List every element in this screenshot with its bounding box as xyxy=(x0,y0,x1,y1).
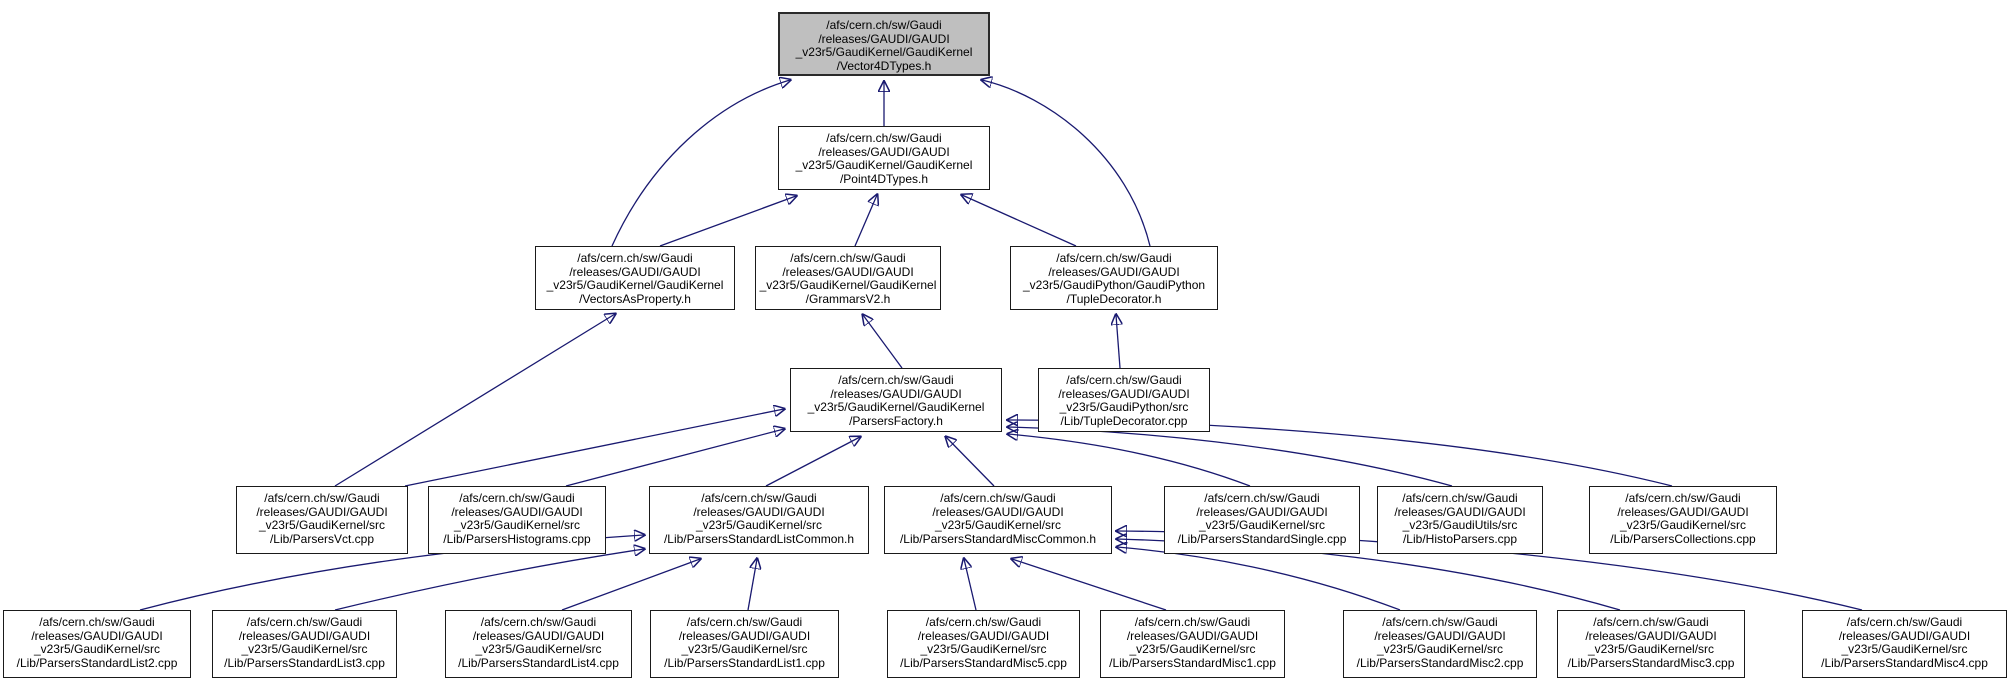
edge-histoparsers-to-parsersfactory xyxy=(1008,427,1453,487)
node-parsersstandardlist3-cpp[interactable]: /afs/cern.ch/sw/Gaudi /releases/GAUDI/GA… xyxy=(212,610,397,678)
edge-parsersstandardlist1-to-listcommon xyxy=(747,559,757,611)
node-grammarsv2-h[interactable]: /afs/cern.ch/sw/Gaudi /releases/GAUDI/GA… xyxy=(755,246,941,310)
edge-parsersstandardmisccommon-to-parsersfactory xyxy=(946,437,995,487)
edge-parsersstandardlist3-to-listcommon xyxy=(334,549,644,611)
node-parserscollections-cpp[interactable]: /afs/cern.ch/sw/Gaudi /releases/GAUDI/GA… xyxy=(1589,486,1777,554)
edge-parsersstandardlistcommon-to-parsersfactory xyxy=(765,437,860,487)
edge-tupledecorator-cpp-to-tupledecorator-h xyxy=(1116,315,1120,369)
edge-parsersfactory-to-grammarsv2 xyxy=(863,315,903,369)
node-parsersstandardlist4-cpp[interactable]: /afs/cern.ch/sw/Gaudi /releases/GAUDI/GA… xyxy=(445,610,632,678)
node-parsersfactory-h[interactable]: /afs/cern.ch/sw/Gaudi /releases/GAUDI/GA… xyxy=(790,368,1002,432)
edge-parsersstandardmisc2-to-misccommon xyxy=(1117,547,1401,611)
node-point4dtypes-h[interactable]: /afs/cern.ch/sw/Gaudi /releases/GAUDI/GA… xyxy=(778,126,990,190)
edge-grammarsv2-to-point4dtypes xyxy=(854,195,877,247)
node-parsershistograms-cpp[interactable]: /afs/cern.ch/sw/Gaudi /releases/GAUDI/GA… xyxy=(428,486,606,554)
node-parsersstandardlist1-cpp[interactable]: /afs/cern.ch/sw/Gaudi /releases/GAUDI/GA… xyxy=(650,610,839,678)
node-parsersvct-cpp[interactable]: /afs/cern.ch/sw/Gaudi /releases/GAUDI/GA… xyxy=(236,486,408,554)
node-parsersstandardmisc5-cpp[interactable]: /afs/cern.ch/sw/Gaudi /releases/GAUDI/GA… xyxy=(887,610,1080,678)
edge-vectorsasproperty-to-point4dtypes xyxy=(659,196,796,247)
edge-tupledecorator-h-to-vector4dtypes xyxy=(982,80,1151,247)
edge-parsersstandardmisc1-to-misccommon xyxy=(1012,559,1167,611)
edge-parsersvct-to-parsersfactory xyxy=(404,409,784,487)
edge-tupledecorator-h-to-point4dtypes xyxy=(962,195,1077,247)
edge-parsersstandardlist4-to-listcommon xyxy=(561,559,700,611)
edge-parsersvct-to-vectorsasproperty xyxy=(334,314,615,487)
edge-parsersstandardsingle-to-parsersfactory xyxy=(1008,434,1251,487)
node-parsersstandardlistcommon-h[interactable]: /afs/cern.ch/sw/Gaudi /releases/GAUDI/GA… xyxy=(649,486,869,554)
node-parsersstandardlist2-cpp[interactable]: /afs/cern.ch/sw/Gaudi /releases/GAUDI/GA… xyxy=(3,610,191,678)
node-tupledecorator-h[interactable]: /afs/cern.ch/sw/Gaudi /releases/GAUDI/GA… xyxy=(1010,246,1218,310)
node-parsersstandardmisc1-cpp[interactable]: /afs/cern.ch/sw/Gaudi /releases/GAUDI/GA… xyxy=(1100,610,1285,678)
node-parsersstandardsingle-cpp[interactable]: /afs/cern.ch/sw/Gaudi /releases/GAUDI/GA… xyxy=(1164,486,1360,554)
edge-parsersstandardmisc5-to-misccommon xyxy=(964,559,977,611)
edge-parsershistograms-to-parsersfactory xyxy=(565,429,784,487)
edge-vectorsasproperty-to-vector4dtypes xyxy=(611,80,790,247)
node-vector4dtypes-h[interactable]: /afs/cern.ch/sw/Gaudi /releases/GAUDI/GA… xyxy=(778,12,990,76)
node-parsersstandardmisc4-cpp[interactable]: /afs/cern.ch/sw/Gaudi /releases/GAUDI/GA… xyxy=(1802,610,2007,678)
node-vectorsasproperty-h[interactable]: /afs/cern.ch/sw/Gaudi /releases/GAUDI/GA… xyxy=(535,246,735,310)
node-parsersstandardmisc3-cpp[interactable]: /afs/cern.ch/sw/Gaudi /releases/GAUDI/GA… xyxy=(1557,610,1745,678)
node-tupledecorator-cpp[interactable]: /afs/cern.ch/sw/Gaudi /releases/GAUDI/GA… xyxy=(1038,368,1210,432)
node-parsersstandardmisc2-cpp[interactable]: /afs/cern.ch/sw/Gaudi /releases/GAUDI/GA… xyxy=(1343,610,1537,678)
node-histoparsers-cpp[interactable]: /afs/cern.ch/sw/Gaudi /releases/GAUDI/GA… xyxy=(1377,486,1543,554)
node-parsersstandardmisccommon-h[interactable]: /afs/cern.ch/sw/Gaudi /releases/GAUDI/GA… xyxy=(884,486,1112,554)
